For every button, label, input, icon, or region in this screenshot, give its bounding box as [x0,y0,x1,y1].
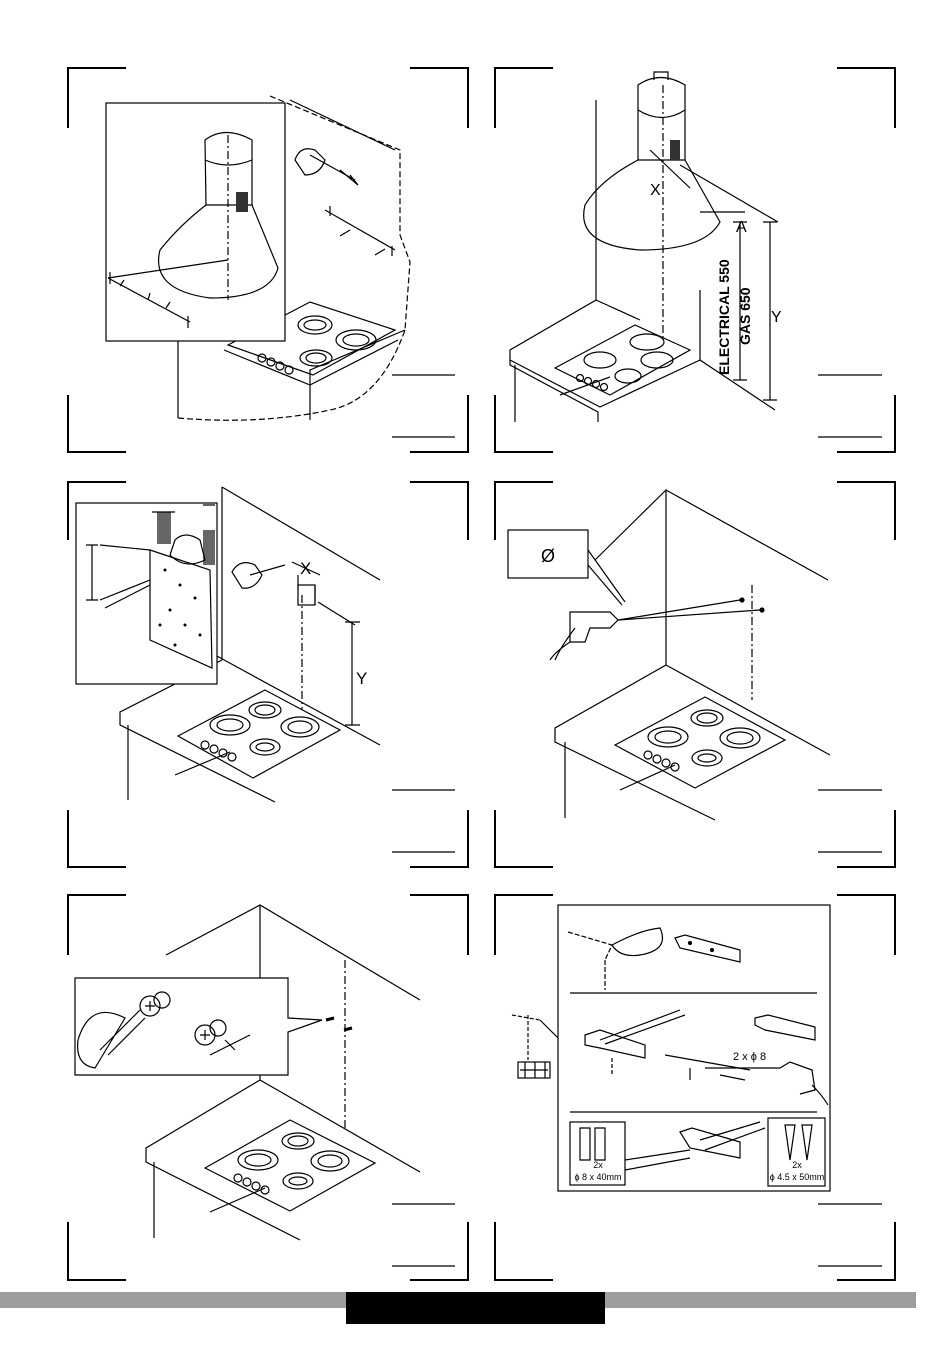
label-y: Y [771,309,782,326]
screws-size: ϕ 4.5 x 50mm [770,1172,825,1182]
panel-4-drill-holes: Ø [508,490,830,820]
plugs-qty: 2x [593,1160,603,1170]
label-gas: GAS 650 [737,287,753,345]
label-electrical: ELECTRICAL 550 [716,259,732,375]
panel-5-fix-screws [75,905,420,1240]
panel-2-hood-height: X A Y ELECTRICAL 550 GAS 650 [510,72,782,422]
panel-3-mark-holes: X Y [76,487,380,802]
label-x: X [650,182,661,199]
label-drill: 2 x ϕ 8 [733,1051,766,1063]
label-y: Y [356,669,367,688]
screws-qty: 2x [792,1160,802,1170]
panel-1-measure-hood [106,96,410,420]
label-a: A [736,219,747,236]
label-x: X [300,559,311,578]
label-diameter: Ø [541,546,555,566]
plugs-size: ϕ 8 x 40mm [574,1172,621,1182]
panel-6-bracket-assembly: 2 x ϕ 8 2x ϕ 8 x 40mm 2x ϕ 4.5 x 50mm [512,905,830,1191]
footer-page-block [346,1292,605,1324]
